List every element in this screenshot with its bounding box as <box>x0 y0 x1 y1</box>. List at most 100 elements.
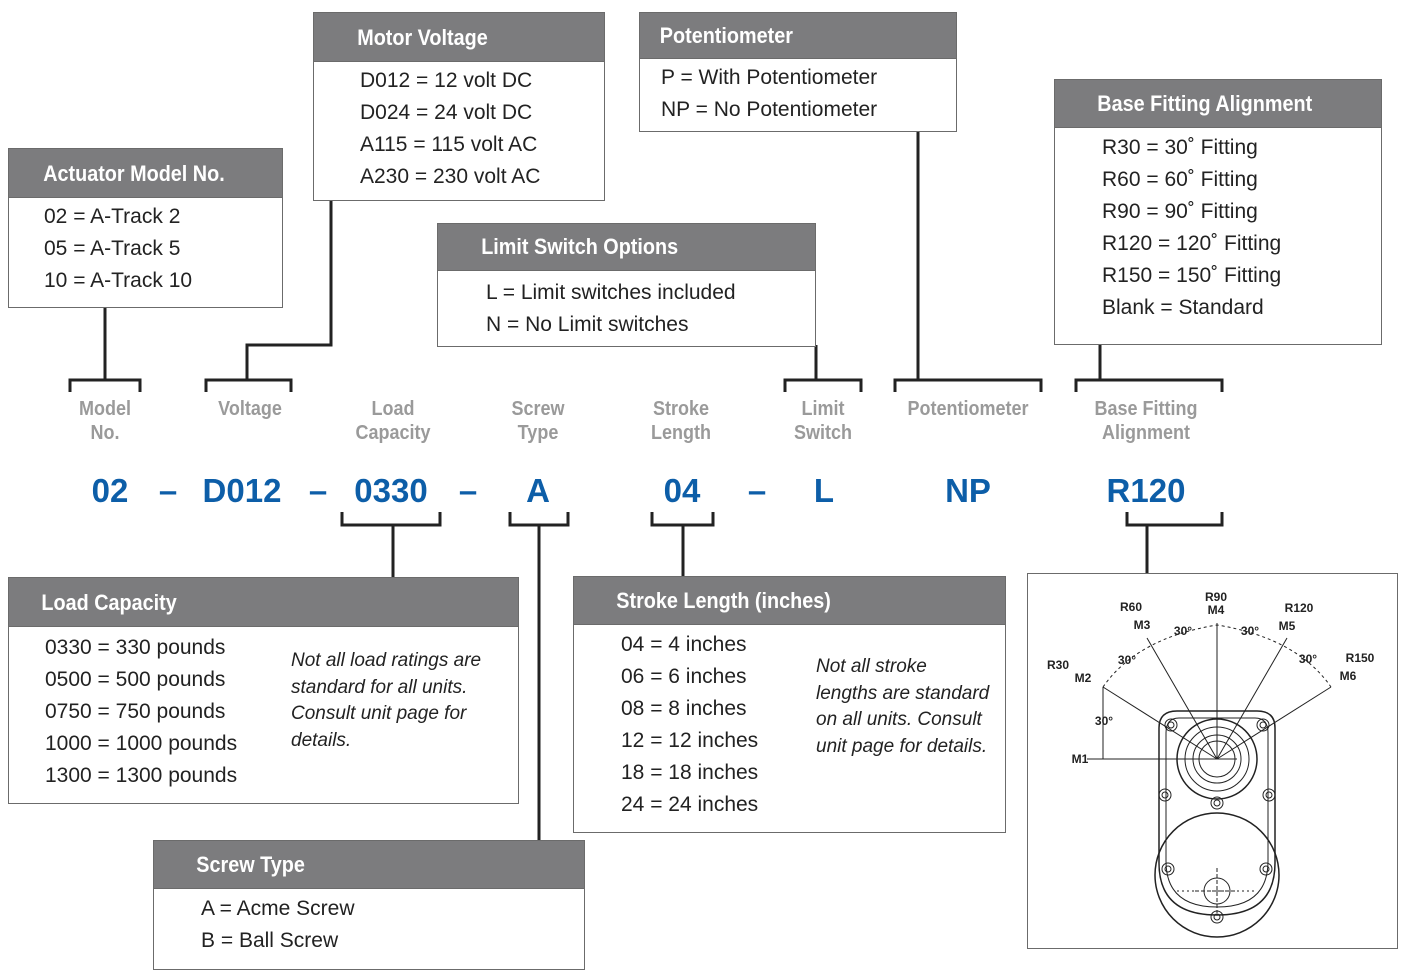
code-dash: – <box>158 472 178 509</box>
motor-voltage-box: Motor Voltage D012 = 12 volt DC D024 = 2… <box>313 12 605 201</box>
stroke-length-title: Stroke Length (inches) <box>574 577 962 614</box>
screw-type-box: Screw Type A = Acme Screw B = Ball Screw <box>153 840 585 970</box>
code-potentiometer: NP <box>945 472 991 509</box>
drawing-label: M4 <box>1208 603 1225 617</box>
potentiometer-item: P = With Potentiometer <box>661 66 878 89</box>
label-load-capacity: Load Capacity <box>355 397 430 445</box>
label-limit-line: Switch <box>793 422 853 444</box>
label-stroke-length: Stroke Length <box>651 397 711 445</box>
code-model: 02 <box>91 472 129 509</box>
base-fitting-item: R90 = 90˚ Fitting <box>1102 200 1258 223</box>
stroke-length-box: Stroke Length (inches) 04 = 4 inches 06 … <box>573 576 1006 833</box>
load-capacity-item: 0500 = 500 pounds <box>45 668 226 691</box>
stroke-length-item: 06 = 6 inches <box>621 665 747 688</box>
code-stroke: 04 <box>663 472 701 509</box>
load-capacity-title: Load Capacity <box>9 578 468 616</box>
label-potentiometer-line: Potentiometer <box>907 398 1029 420</box>
label-load-line: Load <box>371 398 415 420</box>
base-fitting-item: Blank = Standard <box>1102 296 1264 319</box>
label-screw-line: Type <box>517 422 559 444</box>
drawing-label: R90 <box>1205 590 1227 604</box>
label-voltage: Voltage <box>218 397 282 421</box>
motor-voltage-item: D024 = 24 volt DC <box>360 101 533 124</box>
potentiometer-item: NP = No Potentiometer <box>661 98 878 121</box>
drawing-label: R30 <box>1047 658 1069 672</box>
screw-type-item: B = Ball Screw <box>201 929 339 952</box>
load-capacity-box: Load Capacity 0330 = 330 pounds 0500 = 5… <box>8 577 519 804</box>
code-load: 0330 <box>354 472 428 509</box>
actuator-model-title: Actuator Model No. <box>9 149 255 187</box>
actuator-model-item: 02 = A-Track 2 <box>44 205 181 228</box>
base-fitting-item: R30 = 30˚ Fitting <box>1102 136 1258 159</box>
motor-voltage-item: A115 = 115 volt AC <box>360 133 538 156</box>
load-capacity-item: 0750 = 750 pounds <box>45 700 226 723</box>
label-load-line: Capacity <box>355 422 431 444</box>
stroke-length-item: 24 = 24 inches <box>621 793 759 816</box>
stroke-length-item: 18 = 18 inches <box>621 761 759 784</box>
drawing-label: R120 <box>1285 601 1314 615</box>
code-limit: L <box>813 472 835 509</box>
drawing-angle: 30° <box>1241 624 1259 638</box>
drawing-angle: 30° <box>1174 624 1192 638</box>
drawing-label: R150 <box>1346 651 1375 665</box>
stroke-length-item: 12 = 12 inches <box>621 729 759 752</box>
code-screw: A <box>526 472 550 509</box>
stroke-length-item: 08 = 8 inches <box>621 697 747 720</box>
load-capacity-item: 1300 = 1300 pounds <box>45 764 238 787</box>
actuator-model-item: 10 = A-Track 10 <box>44 269 193 292</box>
label-model-line: No. <box>90 422 120 444</box>
load-capacity-item: 1000 = 1000 pounds <box>45 732 238 755</box>
base-fitting-drawing-box: R90 M4 R60 M3 R120 M5 R30 M2 R150 M6 M1 … <box>1027 573 1398 949</box>
base-fitting-drawing: R90 M4 R60 M3 R120 M5 R30 M2 R150 M6 M1 … <box>1047 590 1375 938</box>
label-base-fitting: Base Fitting Alignment <box>1094 397 1197 445</box>
potentiometer-box: Potentiometer P = With Potentiometer NP … <box>639 12 957 132</box>
drawing-angle: 30° <box>1118 653 1136 667</box>
label-stroke-line: Stroke <box>652 398 710 420</box>
drawing-label: M5 <box>1279 619 1296 633</box>
load-capacity-item: 0330 = 330 pounds <box>45 636 226 659</box>
code-dash: – <box>458 472 478 509</box>
label-limit-switch: Limit Switch <box>794 397 852 445</box>
base-fitting-item: R60 = 60˚ Fitting <box>1102 168 1258 191</box>
load-capacity-note: Not all load ratings are standard for al… <box>291 650 482 751</box>
code-dash: – <box>747 472 767 509</box>
drawing-label: R60 <box>1120 600 1142 614</box>
limit-switch-item: N = No Limit switches <box>486 313 689 336</box>
code-voltage: D012 <box>202 472 282 509</box>
base-fitting-title: Base Fitting Alignment <box>1055 80 1349 117</box>
screw-type-title: Screw Type <box>154 841 541 878</box>
actuator-model-box: Actuator Model No. 02 = A-Track 2 05 = A… <box>8 148 283 308</box>
label-model: Model No. <box>79 397 131 445</box>
limit-switch-box: Limit Switch Options L = Limit switches … <box>437 223 816 347</box>
code-base: R120 <box>1106 472 1186 509</box>
label-model-line: Model <box>78 398 132 420</box>
label-limit-line: Limit <box>801 398 845 420</box>
stroke-length-item: 04 = 4 inches <box>621 633 747 656</box>
label-screw-line: Screw <box>511 398 565 420</box>
drawing-label: M6 <box>1340 669 1357 683</box>
base-fitting-box: Base Fitting Alignment R30 = 30˚ Fitting… <box>1054 79 1382 345</box>
motor-voltage-item: D012 = 12 volt DC <box>360 69 533 92</box>
drawing-angle: 30° <box>1299 652 1317 666</box>
code-dash: – <box>308 472 328 509</box>
label-voltage-line: Voltage <box>218 398 282 420</box>
potentiometer-title: Potentiometer <box>640 13 925 49</box>
label-stroke-line: Length <box>651 422 711 444</box>
limit-switch-title: Limit Switch Options <box>438 224 778 260</box>
label-base-line: Alignment <box>1101 422 1190 444</box>
label-potentiometer: Potentiometer <box>907 397 1028 421</box>
drawing-label: M2 <box>1075 671 1092 685</box>
base-fitting-item: R120 = 120˚ Fitting <box>1102 232 1282 255</box>
stroke-length-note: Not all stroke lengths are standard on a… <box>816 656 990 757</box>
screw-type-item: A = Acme Screw <box>201 897 355 920</box>
actuator-model-item: 05 = A-Track 5 <box>44 237 181 260</box>
drawing-label: M3 <box>1134 618 1151 632</box>
label-base-line: Base Fitting <box>1094 398 1198 420</box>
limit-switch-item: L = Limit switches included <box>486 281 736 304</box>
motor-voltage-item: A230 = 230 volt AC <box>360 165 541 188</box>
motor-voltage-title: Motor Voltage <box>314 13 575 51</box>
drawing-label: M1 <box>1072 752 1089 766</box>
label-screw-type: Screw Type <box>511 397 564 445</box>
base-fitting-item: R150 = 150˚ Fitting <box>1102 264 1282 287</box>
